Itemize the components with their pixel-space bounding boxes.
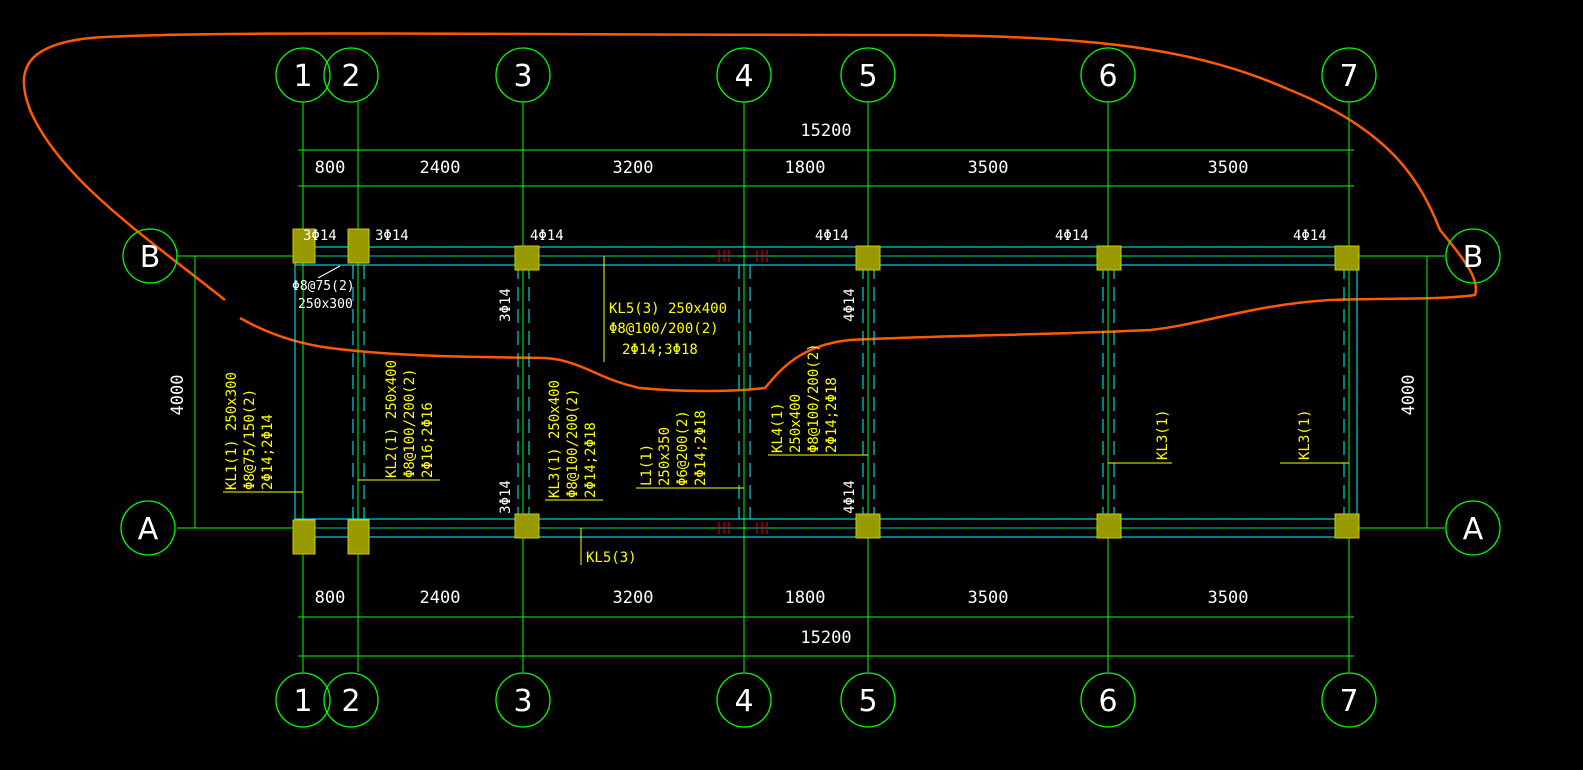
vertical-grid-lines — [302, 102, 1350, 672]
kl1-line1: KL1(1) 250x300 — [224, 372, 240, 490]
dim-depth-left: 4000 — [168, 375, 188, 416]
rebar-side-col5-lower: 4Φ14 — [842, 480, 858, 514]
grid-label-bottom-6: 6 — [1098, 684, 1117, 719]
kl3-annotation: KL3(1) 250x400 Φ8@100/200(2) 2Φ14;2Φ18 — [547, 380, 599, 498]
column-A3 — [514, 513, 540, 539]
markup-cloud-stroke — [22, 32, 1478, 393]
kl3-ref-b: KL3(1) — [1297, 409, 1313, 460]
dim-depth-right: 4000 — [1399, 375, 1419, 416]
dim-span-bottom-1: 800 — [315, 588, 346, 608]
dim-span-top-1: 800 — [315, 158, 346, 178]
columns — [292, 228, 1360, 555]
kl2-line2: Φ8@100/200(2) — [402, 368, 418, 478]
kl5-stirrup: Φ8@100/200(2) — [609, 321, 719, 337]
kl4-line1: KL4(1) — [770, 402, 786, 453]
kl4-line3: Φ8@100/200(2) — [806, 343, 822, 453]
kl1-annotation: KL1(1) 250x300 Φ8@75/150(2) 2Φ14;2Φ14 — [224, 372, 276, 490]
grid-label-top-2: 2 — [341, 59, 360, 94]
l1-line4: 2Φ14;2Φ18 — [693, 410, 709, 486]
dimension-lines — [298, 149, 1354, 657]
grid-label-bottom-5: 5 — [858, 684, 877, 719]
grid-bubbles-bottom — [275, 672, 1377, 728]
grid-label-top-7: 7 — [1339, 59, 1358, 94]
l1-line2: 250x350 — [657, 427, 673, 486]
grid-label-top-1: 1 — [293, 59, 312, 94]
rebar-top-col7: 4Φ14 — [1293, 228, 1327, 244]
grid-label-bottom-1: 1 — [293, 684, 312, 719]
rebar-side-col5-upper: 4Φ14 — [842, 288, 858, 322]
dim-span-top-5: 3500 — [968, 158, 1009, 178]
rebar-top-col5: 4Φ14 — [815, 228, 849, 244]
column-B3 — [514, 245, 540, 271]
rebar-top-col3: 4Φ14 — [530, 228, 564, 244]
column-B2 — [347, 228, 370, 264]
rebar-top-col1: 3Φ14 — [303, 228, 337, 244]
kl1-line3: 2Φ14;2Φ14 — [260, 414, 276, 490]
dim-span-bottom-3: 3200 — [613, 588, 654, 608]
kl3-line2: Φ8@100/200(2) — [565, 388, 581, 498]
break-marks — [718, 250, 768, 534]
dim-span-bottom-6: 3500 — [1208, 588, 1249, 608]
dim-span-top-6: 3500 — [1208, 158, 1249, 178]
rebar-side-col3-upper: 3Φ14 — [498, 288, 514, 322]
column-A1 — [292, 519, 316, 555]
dim-span-top-3: 3200 — [613, 158, 654, 178]
l1-annotation: L1(1) 250x350 Φ6@200(2) 2Φ14;2Φ18 — [639, 410, 709, 486]
column-B7 — [1334, 245, 1360, 271]
column-B6 — [1096, 245, 1122, 271]
grid-label-bottom-7: 7 — [1339, 684, 1358, 719]
grid-label-bottom-2: 2 — [341, 684, 360, 719]
kl3-line1: KL3(1) 250x400 — [547, 380, 563, 498]
grid-label-top-4: 4 — [734, 59, 753, 94]
size-kl-top: 250x300 — [298, 297, 353, 312]
grid-label-top-5: 5 — [858, 59, 877, 94]
grid-bubbles-top — [275, 47, 1377, 103]
kl4-line2: 250x400 — [788, 394, 804, 453]
kl5-bottom: KL5(3) — [586, 550, 637, 566]
grid-label-row-A-right: A — [1463, 512, 1484, 547]
dim-span-top-4: 1800 — [785, 158, 826, 178]
rebar-top-col2: 3Φ14 — [375, 228, 409, 244]
dim-total-bottom: 15200 — [800, 628, 851, 648]
leader-kl-top — [317, 265, 341, 279]
dim-span-bottom-2: 2400 — [420, 588, 461, 608]
kl1-line2: Φ8@75/150(2) — [242, 389, 258, 490]
column-A6 — [1096, 513, 1122, 539]
dim-span-top-2: 2400 — [420, 158, 461, 178]
grid-label-row-B-left: B — [140, 240, 161, 275]
l1-line1: L1(1) — [639, 444, 655, 486]
grid-label-top-3: 3 — [513, 59, 532, 94]
kl4-annotation: KL4(1) 250x400 Φ8@100/200(2) 2Φ14;2Φ18 — [770, 343, 840, 453]
column-B1 — [292, 228, 316, 264]
column-A2 — [347, 519, 370, 555]
grid-label-row-B-right: B — [1463, 240, 1484, 275]
kl5-bars: 2Φ14;3Φ18 — [622, 342, 698, 358]
kl5-name: KL5(3) 250x400 — [609, 301, 727, 317]
kl3-line3: 2Φ14;2Φ18 — [583, 422, 599, 498]
grid-label-bottom-4: 4 — [734, 684, 753, 719]
kl3-ref-a: KL3(1) — [1155, 409, 1171, 460]
kl2-annotation: KL2(1) 250x400 Φ8@100/200(2) 2Φ16;2Φ16 — [384, 360, 436, 478]
grid-bubbles-rows — [120, 228, 1501, 556]
grid-label-row-A-left: A — [138, 512, 159, 547]
dim-total-top: 15200 — [800, 121, 851, 141]
kl2-line3: 2Φ16;2Φ16 — [420, 402, 436, 478]
column-A5 — [855, 513, 881, 539]
rebar-top-col6: 4Φ14 — [1055, 228, 1089, 244]
stirrup-kl-top: Φ8@75(2) — [292, 279, 355, 294]
column-A7 — [1334, 513, 1360, 539]
dim-span-bottom-5: 3500 — [968, 588, 1009, 608]
l1-line3: Φ6@200(2) — [675, 410, 691, 486]
kl4-line4: 2Φ14;2Φ18 — [824, 377, 840, 453]
column-B5 — [855, 245, 881, 271]
grid-label-bottom-3: 3 — [513, 684, 532, 719]
kl2-line1: KL2(1) 250x400 — [384, 360, 400, 478]
grid-label-top-6: 6 — [1098, 59, 1117, 94]
dim-span-bottom-4: 1800 — [785, 588, 826, 608]
beam-outlines — [294, 246, 1358, 538]
rebar-side-col3-lower: 3Φ14 — [498, 480, 514, 514]
